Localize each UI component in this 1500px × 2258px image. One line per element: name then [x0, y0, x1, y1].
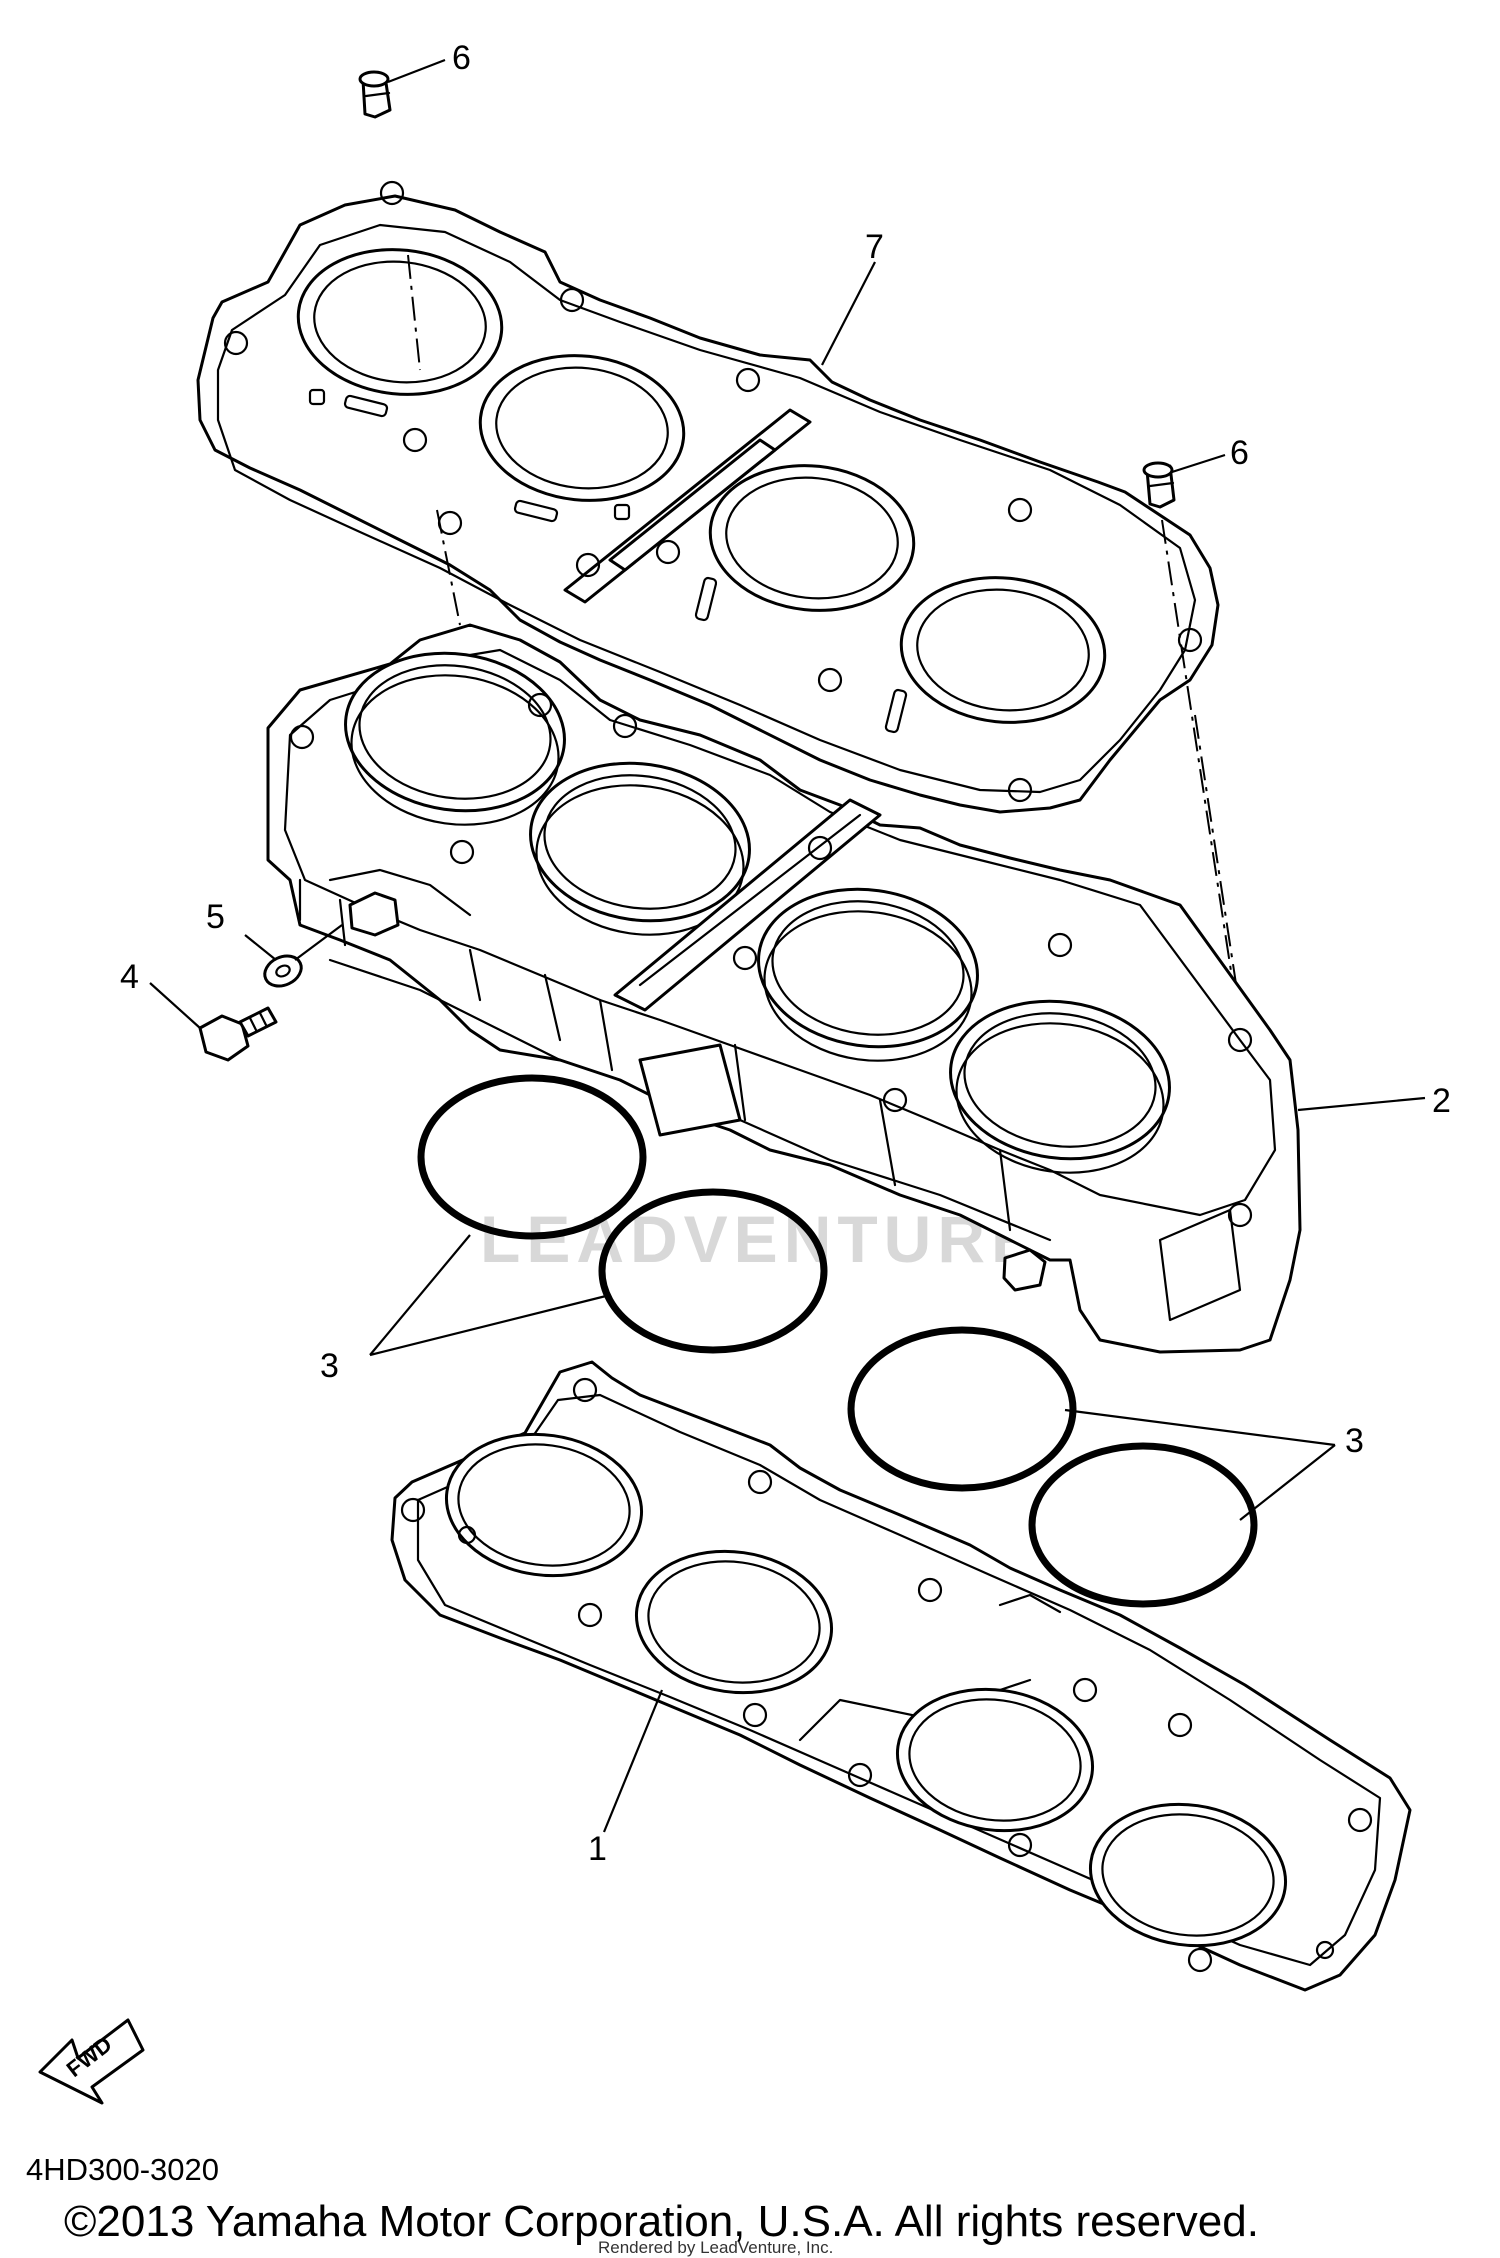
dowel-pin-upper[interactable]: [358, 70, 392, 119]
callout-3: 3: [320, 1347, 339, 1385]
cylinder-head-gasket[interactable]: [196, 180, 1220, 814]
o-ring-1[interactable]: [417, 1074, 647, 1240]
rendered-by-notice: Rendered by LeadVenture, Inc.: [598, 2238, 834, 2257]
o-ring-3[interactable]: [847, 1326, 1077, 1492]
watermark-text: LEADVENTURE: [480, 1202, 1041, 1276]
callout-3: 3: [1345, 1422, 1364, 1460]
callout-4: 4: [120, 958, 139, 996]
alignment-line: [1161, 519, 1241, 1031]
callout-7: 7: [865, 228, 884, 266]
cylinder-block[interactable]: [266, 623, 1302, 1354]
alignment-line: [407, 254, 421, 371]
diagram-code: 4HD300-3020: [26, 2152, 220, 2187]
o-ring-4[interactable]: [1028, 1442, 1258, 1608]
alignment-line: [1194, 714, 1241, 1011]
callout-6: 6: [1230, 434, 1249, 472]
cylinder-base-gasket[interactable]: [390, 1360, 1412, 1992]
o-ring-2[interactable]: [598, 1188, 828, 1354]
dowel-pin-right[interactable]: [1142, 461, 1176, 509]
copyright-notice: ©2013 Yamaha Motor Corporation, U.S.A. A…: [64, 2197, 1259, 2246]
leader-lines: [149, 58, 1426, 1833]
alignment-line: [436, 509, 461, 626]
bolt[interactable]: [198, 1006, 278, 1062]
callout-2: 2: [1432, 1082, 1451, 1120]
callout-6: 6: [452, 39, 471, 77]
callout-1: 1: [588, 1830, 607, 1868]
callout-5: 5: [206, 898, 225, 936]
washer[interactable]: [260, 950, 306, 991]
fwd-arrow-icon: FWD: [38, 2018, 145, 2105]
